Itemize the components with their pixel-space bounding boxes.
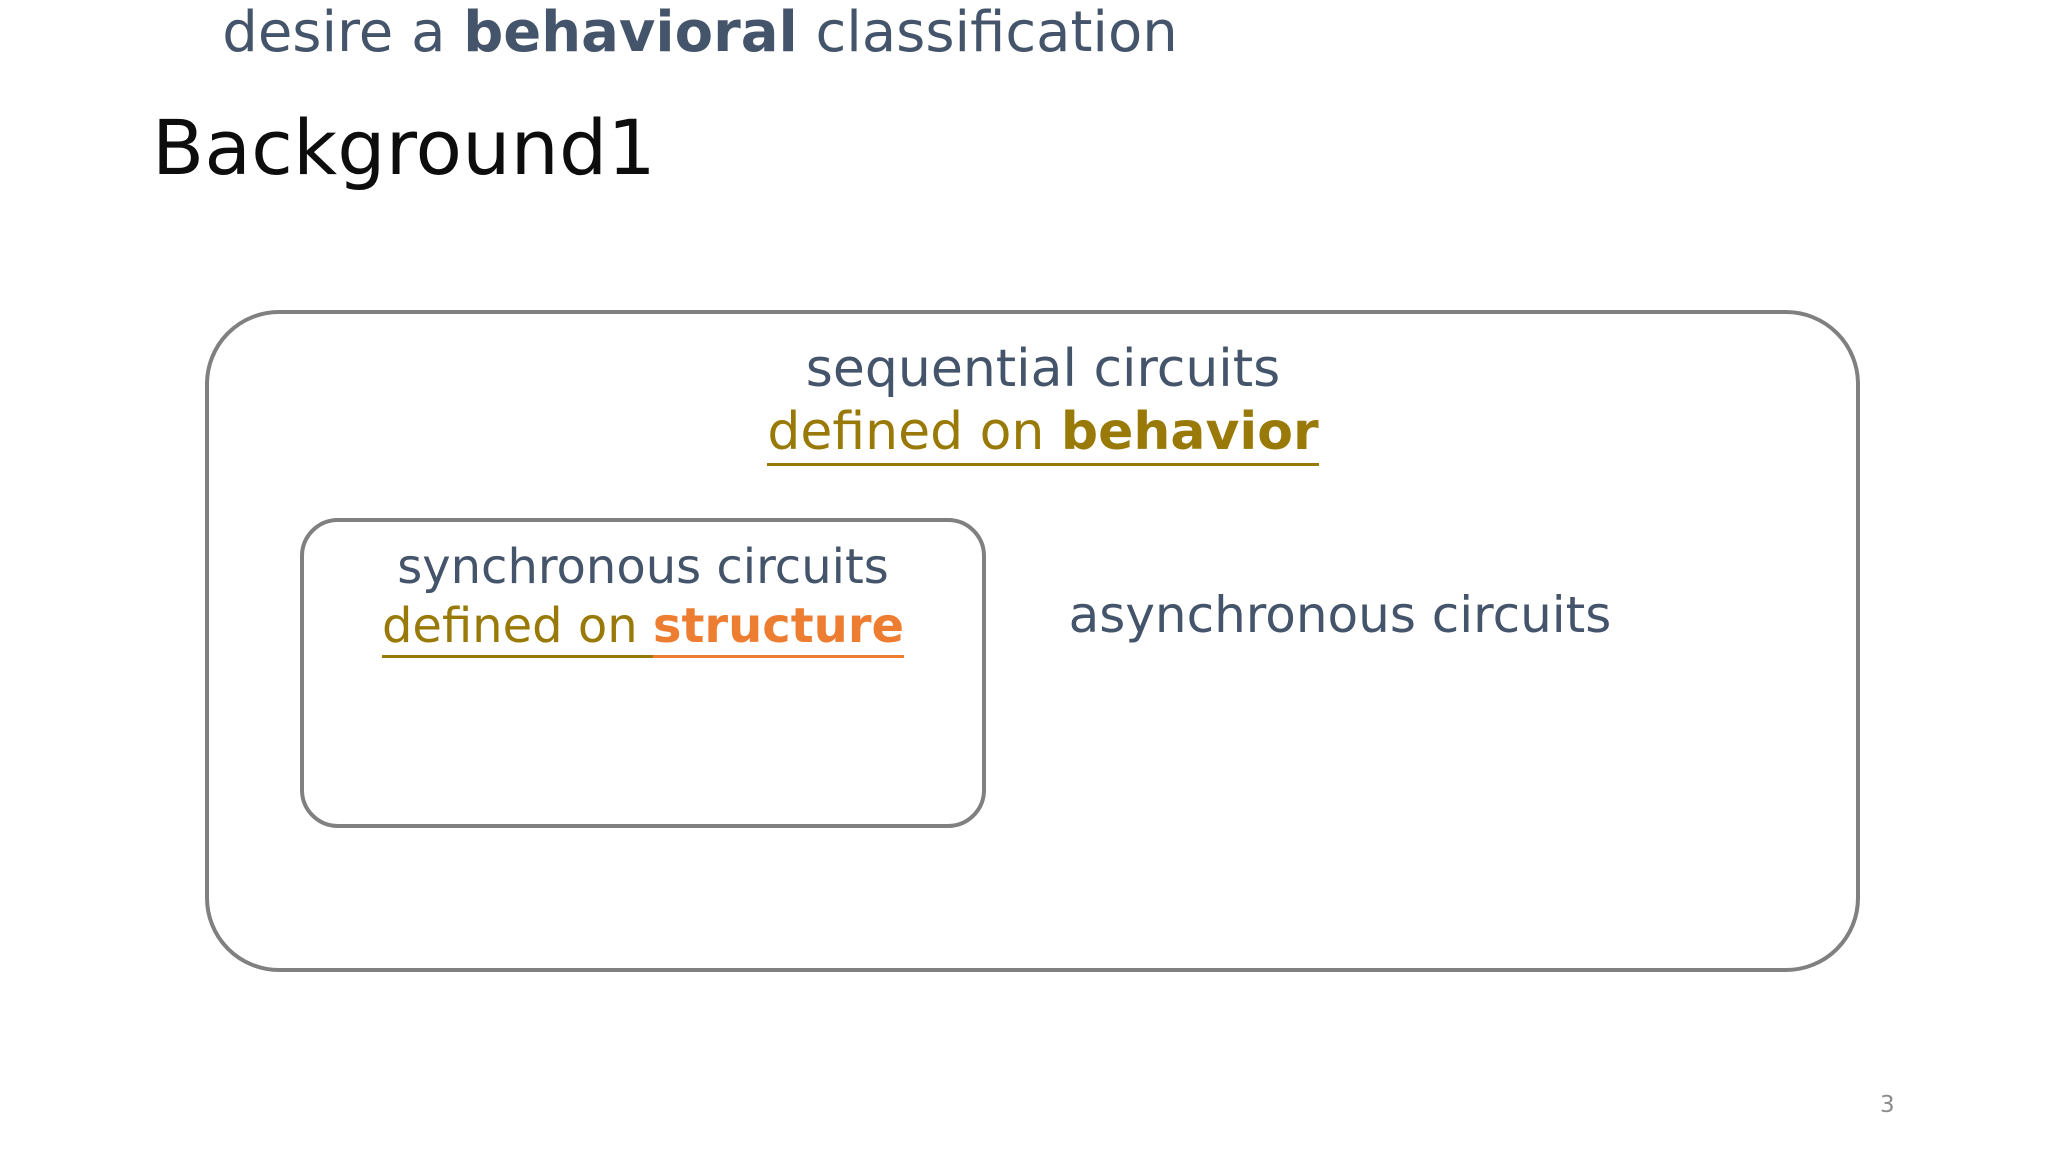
- sequential-emphasis-behavior: behavior: [1060, 402, 1319, 467]
- asynchronous-circuits-title: asynchronous circuits: [1068, 586, 1612, 644]
- asynchronous-circuits-label: asynchronous circuits: [1020, 585, 1660, 646]
- sequential-circuits-subtitle: defined on behavior: [598, 401, 1488, 467]
- page-title: Background1: [152, 103, 656, 192]
- bottom-caption: desire a behavioral classification: [0, 0, 1400, 65]
- caption-suffix: classification: [797, 0, 1178, 65]
- caption-emphasis-behavioral: behavioral: [463, 0, 798, 65]
- inner-set-box-synchronous-circuits: [300, 518, 986, 828]
- synchronous-circuits-subtitle: defined on structure: [300, 597, 986, 658]
- slide-number: 3: [1880, 1092, 1895, 1118]
- synchronous-defined-on-text: defined on: [381, 597, 653, 658]
- sequential-circuits-label: sequential circuits defined on behavior: [598, 338, 1488, 467]
- sequential-defined-on-text: defined on: [767, 402, 1061, 467]
- synchronous-emphasis-structure: structure: [652, 597, 905, 658]
- synchronous-circuits-title: synchronous circuits: [397, 539, 889, 595]
- caption-prefix: desire a: [222, 0, 464, 65]
- sequential-circuits-title: sequential circuits: [805, 339, 1281, 399]
- synchronous-circuits-label: synchronous circuits defined on structur…: [300, 538, 986, 658]
- outer-set-box-sequential-circuits: [205, 310, 1860, 972]
